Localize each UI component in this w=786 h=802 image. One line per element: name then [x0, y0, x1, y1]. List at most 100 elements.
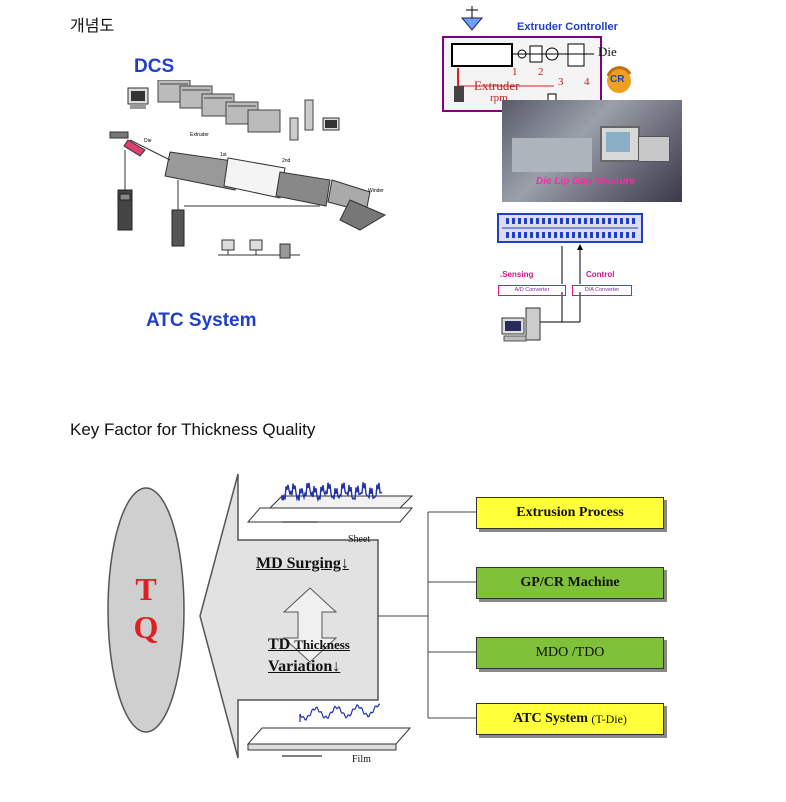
sensor-tooth: [578, 218, 581, 224]
film-label: Film: [352, 754, 371, 765]
production-line: [109, 131, 387, 231]
factor-atc-system: ATC System (T-Die): [476, 703, 664, 735]
tq-ellipse: [107, 487, 185, 733]
sensor-tooth: [590, 218, 593, 224]
atc-system-label: ATC System: [146, 310, 257, 331]
number-3: 3: [558, 76, 564, 88]
actuator-tooth: [524, 232, 527, 238]
control-loop-lines: [536, 244, 583, 323]
double-arrow: [282, 587, 338, 663]
converter-cabinet: [171, 209, 185, 247]
actuator-tooth: [578, 232, 581, 238]
ad-converter-box: A/D Converter: [498, 285, 566, 296]
control-label: Control: [586, 270, 615, 279]
sensor-tooth: [572, 218, 575, 224]
process-line-drawing: Extruder Die 1st 2nd Winder: [109, 80, 387, 259]
heat-controller-cabinet: [117, 189, 133, 231]
factor-extrusion-process: Extrusion Process: [476, 497, 664, 529]
sensor-tooth: [554, 218, 557, 224]
actuator-tooth: [506, 232, 509, 238]
sensor-tooth: [524, 218, 527, 224]
actuator-tooth: [608, 232, 611, 238]
actuator-tooth: [536, 232, 539, 238]
server-towers-icon: [289, 99, 314, 141]
actuator-tooth: [530, 232, 533, 238]
line-label-2nd: 2nd: [282, 158, 291, 164]
sensor-tooth: [632, 218, 635, 224]
variation-label: Variation↓: [268, 658, 341, 675]
sensor-tooth: [620, 218, 623, 224]
key-factor-diagram: Sheet Film: [107, 473, 476, 765]
factor-mdo-tdo: MDO /TDO: [476, 637, 664, 669]
factor-atc-suffix: (T-Die): [591, 711, 627, 726]
sensor-tooth: [626, 218, 629, 224]
factor-gp-cr-machine: GP/CR Machine: [476, 567, 664, 599]
sensor-array-icon: [497, 213, 643, 243]
sensor-tooth: [608, 218, 611, 224]
film-plate: [246, 703, 412, 757]
photo-caption: Die Lip Gap Measure: [536, 176, 635, 187]
sensor-tooth: [536, 218, 539, 224]
actuator-tooth: [560, 232, 563, 238]
actuator-tooth: [548, 232, 551, 238]
actuator-tooth: [566, 232, 569, 238]
sensor-tooth: [548, 218, 551, 224]
sensor-tooth: [506, 218, 509, 224]
workstation-icon: [501, 307, 541, 342]
sensor-tooth: [566, 218, 569, 224]
line-label-winder: Winder: [368, 188, 384, 194]
sensor-tooth: [560, 218, 563, 224]
actuator-tooth: [518, 232, 521, 238]
line-label-extruder: Extruder: [190, 132, 209, 138]
dcs-cabinets-icon: [157, 80, 281, 133]
sensing-label: .Sensing: [500, 270, 534, 279]
sensor-tooth: [614, 218, 617, 224]
sheet-label: Sheet: [348, 534, 370, 545]
line-label-1st: 1st: [220, 152, 227, 158]
sensor-tooth: [596, 218, 599, 224]
da-converter-box: D/A Converter: [572, 285, 632, 296]
number-4: 4: [584, 76, 590, 88]
dcs-monitor-icon: [127, 87, 149, 109]
number-2: 2: [538, 66, 544, 78]
tq-label: T Q: [133, 571, 159, 645]
pc-icon: [322, 117, 340, 131]
actuator-tooth: [572, 232, 575, 238]
actuator-tooth: [590, 232, 593, 238]
sensor-tooth: [518, 218, 521, 224]
sensor-tooth: [542, 218, 545, 224]
network-pcs: [218, 239, 300, 259]
die-lip-photo: Die Lip Gap Measure: [502, 100, 682, 202]
concept-title: 개념도: [70, 16, 115, 35]
thickness-text: Thickness: [294, 637, 350, 652]
cr-roll-icon: [606, 66, 632, 93]
cr-label: CR: [610, 74, 625, 85]
actuator-tooth: [512, 232, 515, 238]
key-factor-title: Key Factor for Thickness Quality: [70, 420, 316, 439]
sheet-plate: [246, 482, 414, 523]
actuator-tooth: [626, 232, 629, 238]
actuator-tooth: [542, 232, 545, 238]
actuator-tooth: [632, 232, 635, 238]
extruder-label: Extruder: [474, 78, 520, 93]
dcs-label: DCS: [134, 56, 175, 77]
actuator-tooth: [620, 232, 623, 238]
number-1: 1: [512, 66, 518, 78]
controller-title: Extruder Controller: [517, 21, 618, 33]
pointer-shape: [199, 473, 379, 759]
actuator-tooth: [584, 232, 587, 238]
sensor-tooth: [512, 218, 515, 224]
sensor-tooth: [530, 218, 533, 224]
actuator-tooth: [554, 232, 557, 238]
die-label: Die: [598, 44, 617, 59]
controller-box: Extruder rpm 1 2 3 4: [442, 36, 602, 112]
td-label: TD Thickness: [268, 636, 350, 654]
sensor-tooth: [584, 218, 587, 224]
actuator-tooth: [602, 232, 605, 238]
factor-atc-label: ATC System: [513, 711, 588, 726]
actuator-tooth: [596, 232, 599, 238]
connector-lines: [378, 511, 476, 719]
hopper-icon: [460, 6, 484, 31]
actuator-tooth: [614, 232, 617, 238]
line-label-die: Die: [144, 138, 152, 144]
